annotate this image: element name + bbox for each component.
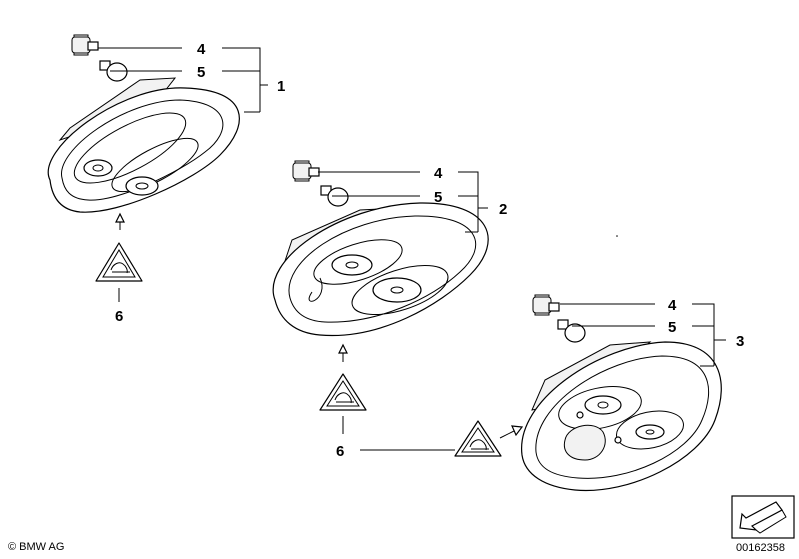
direction-arrow-box-icon <box>731 495 795 539</box>
assembly-2 <box>272 160 489 451</box>
bulb-icon <box>99 60 128 82</box>
bulb-socket-icon <box>292 160 320 182</box>
callout-bulb-a: 5 <box>197 64 205 81</box>
warning-triangle-label-icon <box>95 242 143 282</box>
callout-label-b: 6 <box>336 443 344 460</box>
callout-bulb-c: 5 <box>668 319 676 336</box>
callout-socket-a: 4 <box>197 41 206 58</box>
bulb-socket-icon <box>532 294 560 316</box>
callout-label-a: 6 <box>115 308 123 325</box>
callout-assembly-1: 1 <box>277 78 285 95</box>
callout-socket-c: 4 <box>668 297 677 314</box>
callout-assembly-3: 3 <box>736 333 744 350</box>
callout-assembly-2: 2 <box>499 201 507 218</box>
bulb-icon <box>557 319 586 343</box>
interior-light-housing-2 <box>272 202 489 337</box>
warning-triangle-label-icon <box>454 420 502 457</box>
callout-bulb-b: 5 <box>434 189 442 206</box>
bulb-socket-icon <box>71 34 99 56</box>
warning-triangle-label-icon <box>319 373 367 411</box>
assembly-1 <box>47 34 268 302</box>
assembly-3 <box>454 294 726 492</box>
bulb-icon <box>320 185 349 207</box>
copyright-text: © BMW AG <box>8 541 65 553</box>
callout-socket-b: 4 <box>434 165 443 182</box>
interior-light-housing-3 <box>521 341 722 492</box>
interior-light-housing-1 <box>47 77 240 213</box>
document-number: 00162358 <box>736 542 785 554</box>
